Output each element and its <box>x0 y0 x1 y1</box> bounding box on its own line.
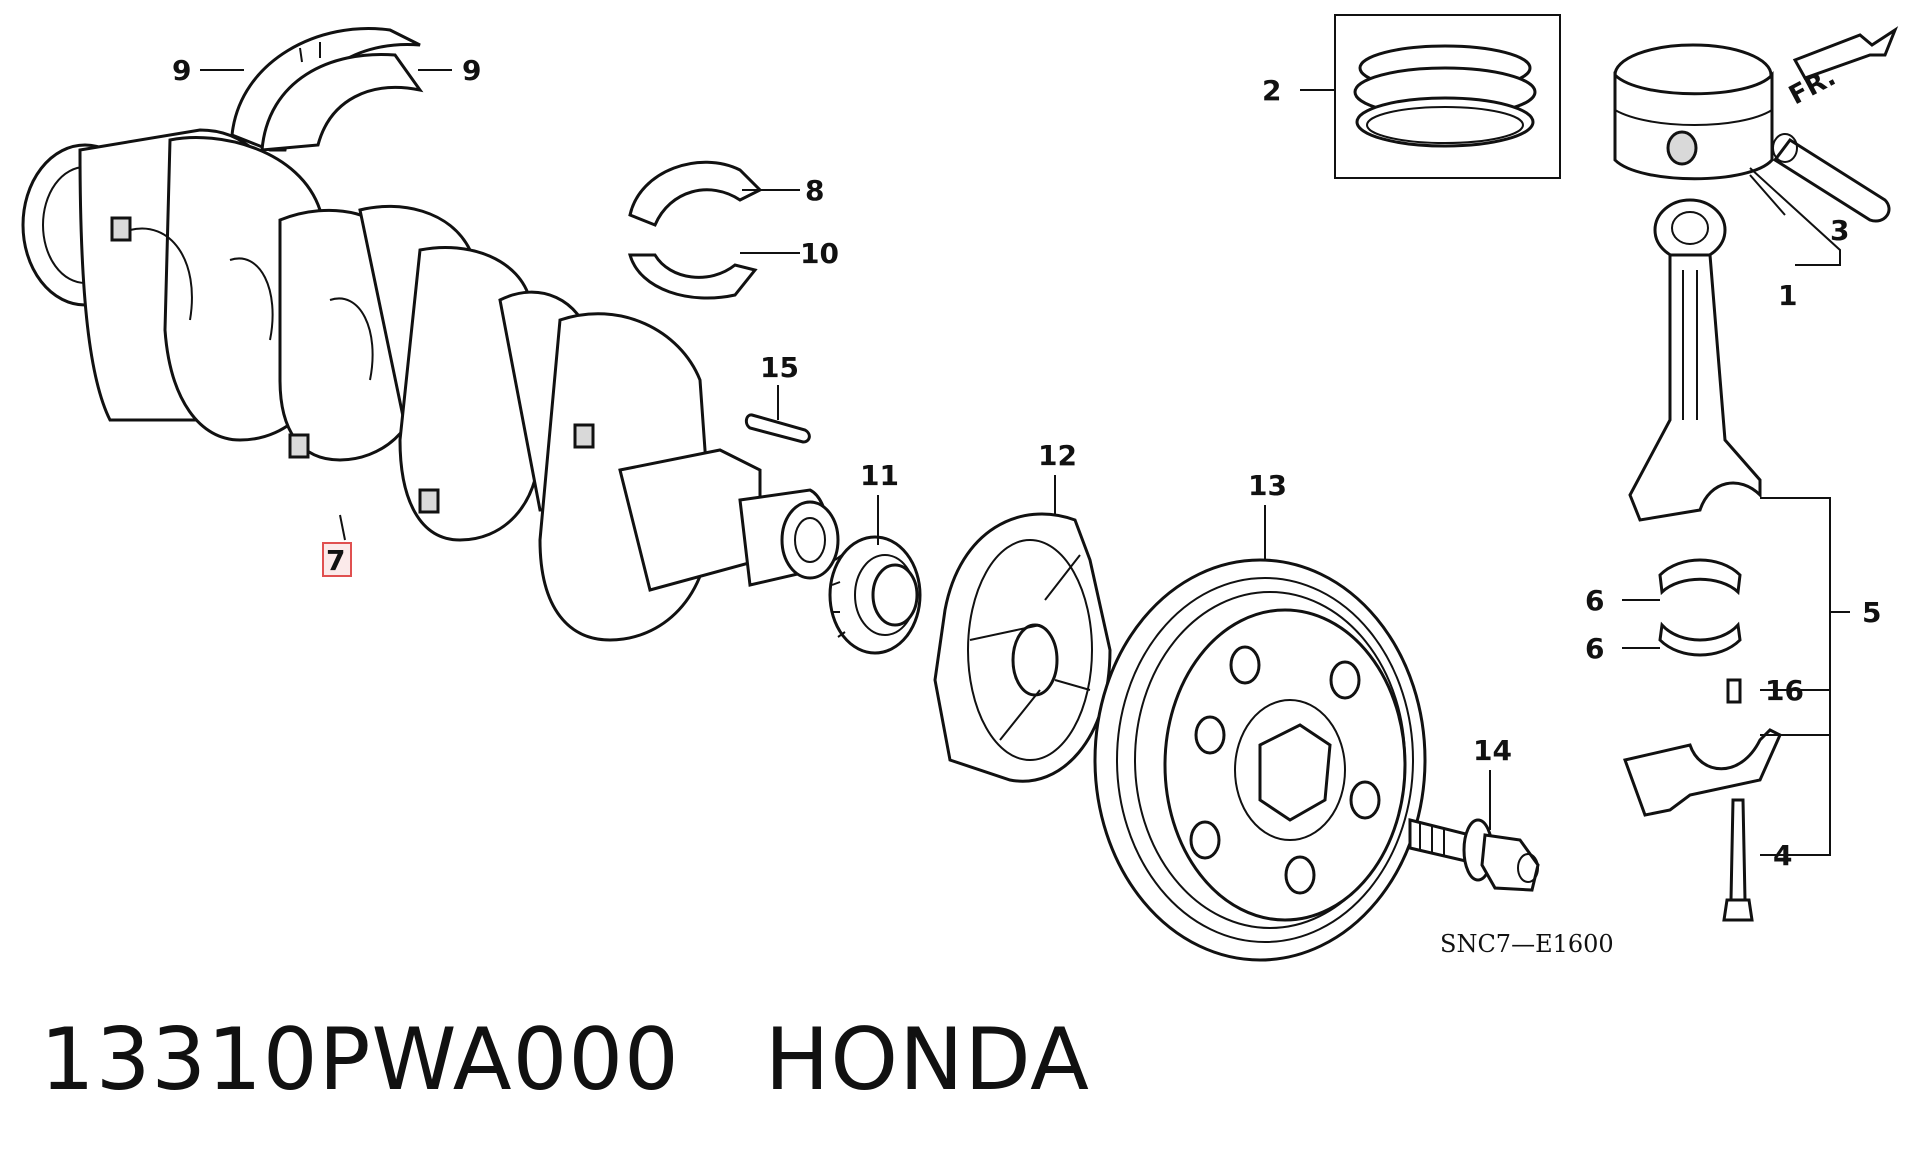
callout-8[interactable]: 8 <box>805 174 824 207</box>
main-bearing-group <box>628 160 763 300</box>
callout-5[interactable]: 5 <box>1862 596 1881 629</box>
diagram-code: SNC7—E1600 <box>1440 930 1614 958</box>
callout-3[interactable]: 3 <box>1830 214 1849 247</box>
callout-4[interactable]: 4 <box>1773 839 1792 872</box>
piston-ring-set <box>1334 14 1561 179</box>
thrust-washer-group <box>230 27 424 152</box>
callout-1[interactable]: 1 <box>1778 279 1797 312</box>
callout-6-lower[interactable]: 6 <box>1585 632 1604 665</box>
callout-9-left[interactable]: 9 <box>172 54 191 87</box>
connecting-rod-assembly <box>1623 198 1782 922</box>
part-number-caption: 13310PWA000 HONDA <box>40 1010 1090 1110</box>
callout-10[interactable]: 10 <box>800 237 839 270</box>
pulley-bolt <box>1408 818 1540 892</box>
callout-12[interactable]: 12 <box>1038 439 1077 472</box>
brand-name: HONDA <box>764 1010 1090 1110</box>
part-number: 13310PWA000 <box>40 1010 680 1110</box>
crank-pulley <box>1093 558 1427 962</box>
timing-sprocket <box>828 535 922 655</box>
callout-11[interactable]: 11 <box>860 459 899 492</box>
callout-16[interactable]: 16 <box>1765 674 1804 707</box>
callout-13[interactable]: 13 <box>1248 469 1287 502</box>
callout-6-upper[interactable]: 6 <box>1585 584 1604 617</box>
highlighted-callout-box <box>322 542 352 577</box>
callout-2[interactable]: 2 <box>1262 74 1281 107</box>
piston-assembly <box>1613 26 1899 223</box>
woodruff-key <box>744 413 811 444</box>
callouts: 9 9 7 8 10 15 11 12 13 14 2 3 1 6 6 5 16… <box>172 54 1881 872</box>
crankshaft <box>21 128 840 642</box>
callout-7[interactable]: 7 <box>326 544 345 577</box>
callout-14[interactable]: 14 <box>1473 734 1512 767</box>
callout-9-right[interactable]: 9 <box>462 54 481 87</box>
callout-15[interactable]: 15 <box>760 351 799 384</box>
leader-lines <box>200 69 1850 856</box>
pulser-plate <box>933 512 1112 783</box>
